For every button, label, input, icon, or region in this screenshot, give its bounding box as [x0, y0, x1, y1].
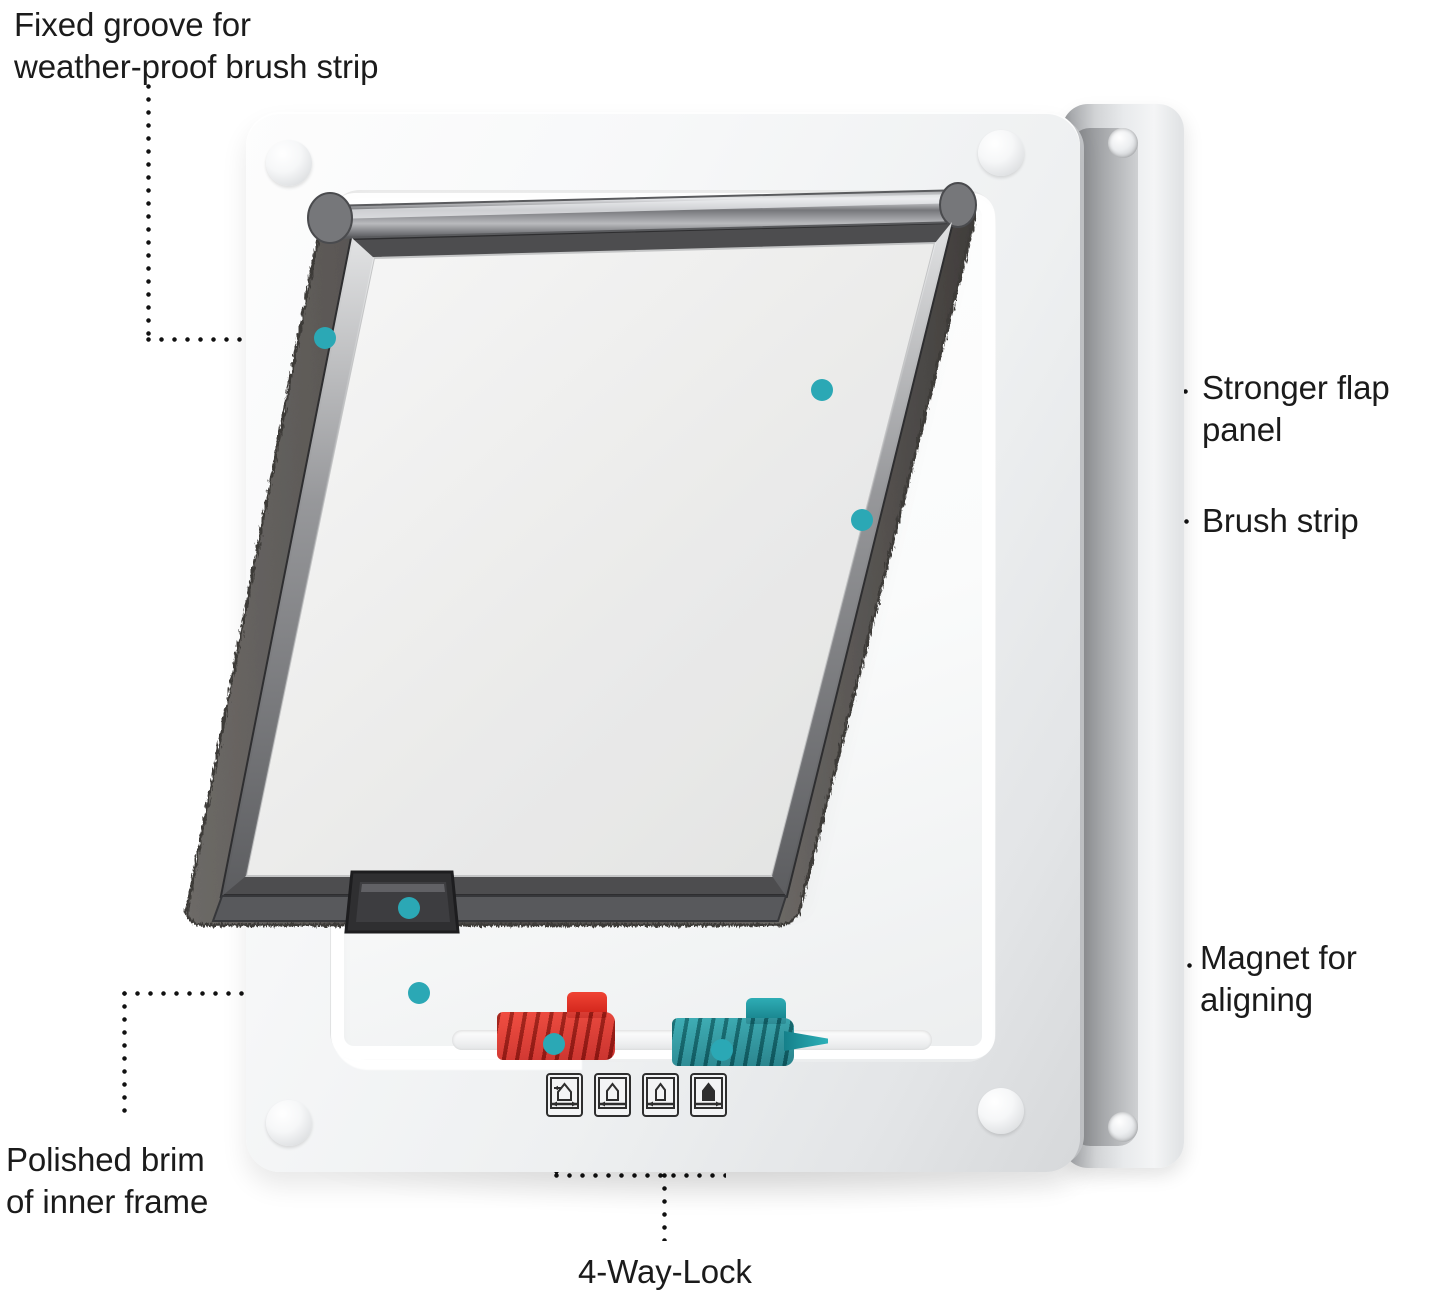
callout-label-4-way-lock: 4-Way-Lock: [578, 1253, 752, 1290]
anchor-dot-magnet: [398, 897, 420, 919]
teal-lock-slider[interactable]: [672, 998, 828, 1066]
callout-label-magnet-for-aligning: Magnet for aligning: [1200, 939, 1357, 1018]
callout-label-fixed-groove: Fixed groove for weather-proof brush str…: [14, 6, 379, 85]
leader-groove-vertical: [146, 84, 151, 342]
teal-slider-tab: [746, 998, 786, 1024]
leader-brim-vertical: [122, 991, 127, 1119]
screw-cap-top-right: [978, 130, 1024, 176]
leader-lock-vertical-center: [662, 1173, 667, 1241]
rear-screw-hole-top: [1108, 128, 1138, 158]
callout-label-brush-strip: Brush strip: [1202, 502, 1359, 539]
screw-cap-bottom-left: [266, 1100, 312, 1146]
lock-mode-icon-in-only: [594, 1073, 631, 1117]
flap-rail-right: [772, 222, 952, 896]
leader-groove-horizontal: [146, 337, 324, 342]
rear-screw-hole-bottom: [1108, 1112, 1138, 1142]
red-slider-tab: [567, 992, 607, 1018]
leader-lock-horizontal: [554, 1173, 726, 1178]
anchor-dot-brim: [408, 982, 430, 1004]
lock-mode-icon-row: [546, 1073, 727, 1117]
anchor-dot-lock-teal: [711, 1039, 733, 1061]
anchor-dot-flap-panel: [811, 379, 833, 401]
anchor-dot-groove: [314, 327, 336, 349]
lock-mode-icon-in-out: [546, 1073, 583, 1117]
callout-label-polished-brim: Polished brim of inner frame: [6, 1141, 209, 1220]
anchor-dot-brush-strip: [851, 509, 873, 531]
callout-label-stronger-flap-panel: Stronger flap panel: [1202, 369, 1390, 448]
lock-mode-icon-out-only: [642, 1073, 679, 1117]
flap-rail-bottom: [211, 895, 788, 922]
brim-highlight: [332, 880, 582, 1070]
hinge-pivot-left: [307, 192, 353, 244]
magnet-tab-highlight: [361, 884, 445, 892]
hinge-rail-highlight: [330, 194, 962, 219]
anchor-dot-lock-red: [543, 1033, 565, 1055]
screw-cap-bottom-right: [978, 1088, 1024, 1134]
flap-rail-left: [222, 238, 374, 896]
lock-mode-icon-locked: [690, 1073, 727, 1117]
screw-cap-top-left: [266, 140, 312, 186]
teal-slider-grip: [672, 1018, 794, 1066]
hinge-pivot-right: [939, 182, 977, 228]
